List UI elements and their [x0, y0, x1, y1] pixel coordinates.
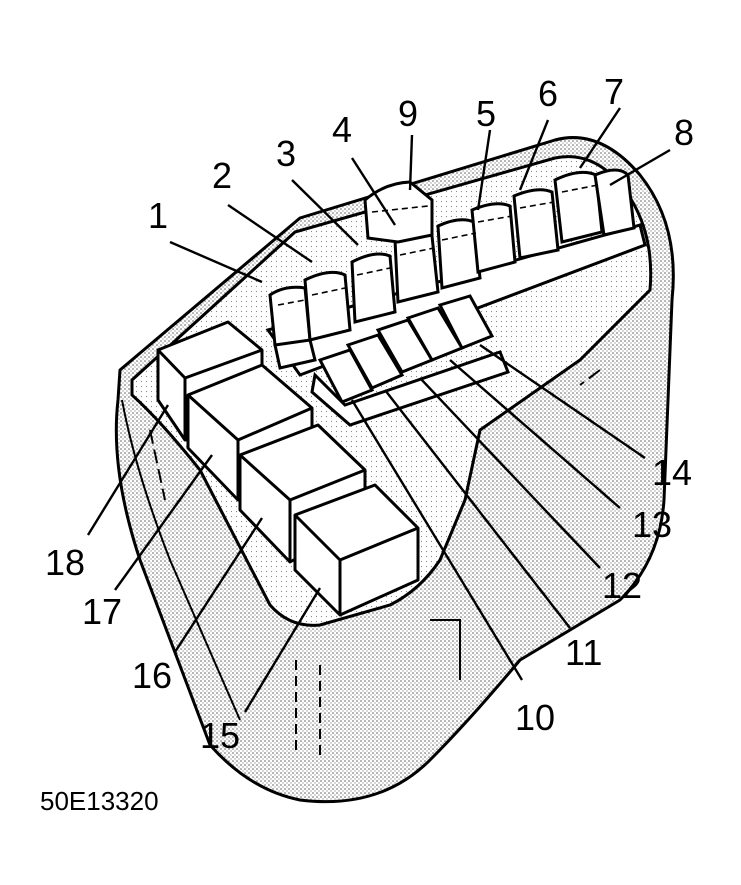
callout-14: 14 — [652, 452, 692, 493]
relay-3 — [350, 252, 397, 324]
fuse-10 — [317, 348, 375, 404]
callout-12: 12 — [602, 565, 642, 606]
callout-6: 6 — [538, 73, 558, 114]
callout-11: 11 — [565, 632, 602, 673]
callout-18: 18 — [45, 542, 85, 583]
relay-5b — [470, 202, 517, 274]
leader-lines — [86, 107, 671, 713]
relay-6 — [512, 188, 560, 260]
callout-10: 10 — [515, 697, 555, 738]
callout-9: 9 — [398, 93, 418, 134]
housing-front-lines — [121, 369, 601, 760]
callout-labels: 1 2 3 4 9 5 6 7 8 14 13 12 11 10 15 16 1… — [45, 71, 694, 756]
callout-3: 3 — [276, 133, 296, 174]
callout-2: 2 — [212, 155, 232, 196]
callout-17: 17 — [82, 591, 122, 632]
callout-1: 1 — [148, 195, 168, 236]
relay-2 — [303, 270, 352, 342]
blade-fuses — [310, 294, 510, 427]
relay-8 — [593, 168, 636, 237]
relay-15 — [293, 483, 420, 617]
top-row-relays — [268, 168, 636, 370]
relay-details — [277, 184, 599, 306]
large-relays — [156, 320, 420, 617]
callout-8: 8 — [674, 112, 694, 153]
fuse-base — [310, 350, 510, 427]
figure-id: 50E13320 — [40, 786, 159, 816]
callout-13: 13 — [632, 504, 672, 545]
relay-4 — [393, 232, 440, 304]
fuse-14 — [437, 294, 495, 350]
callout-15: 15 — [200, 715, 240, 756]
callout-5: 5 — [476, 93, 496, 134]
callout-7: 7 — [604, 71, 624, 112]
callout-4: 4 — [332, 109, 352, 150]
fuse-11 — [345, 333, 405, 390]
callout-16: 16 — [132, 655, 172, 696]
relay-9 — [363, 180, 434, 244]
